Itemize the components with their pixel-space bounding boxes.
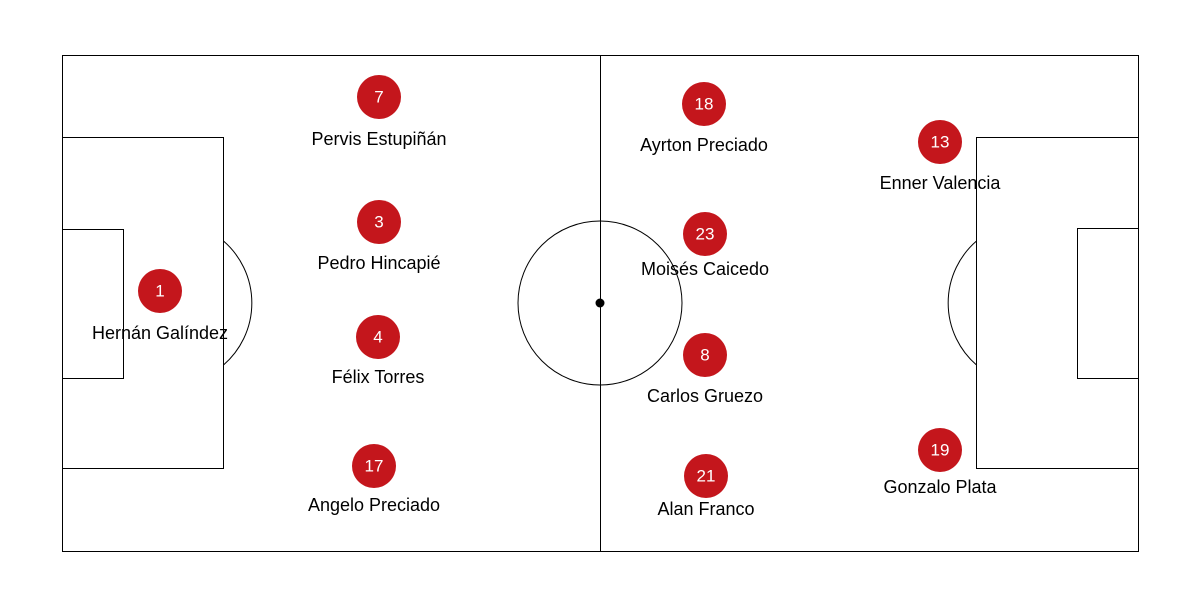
player-number: 1: [155, 282, 164, 301]
player-circle: [356, 315, 400, 359]
right-penalty-area: [976, 137, 1139, 469]
left-penalty-arc: [223, 240, 253, 366]
player-circle: [918, 428, 962, 472]
player-circle: [682, 82, 726, 126]
player-number: 3: [374, 213, 383, 232]
player-name: Pervis Estupiñán: [311, 129, 446, 149]
player-circle: [352, 444, 396, 488]
player-name: Ayrton Preciado: [640, 135, 768, 155]
player-circle: [683, 212, 727, 256]
player-name: Moisés Caicedo: [641, 259, 769, 279]
player-number: 23: [696, 225, 715, 244]
player-name: Enner Valencia: [880, 173, 1002, 193]
player-name: Alan Franco: [657, 499, 754, 519]
center-circle: [517, 220, 683, 386]
player-circle: [138, 269, 182, 313]
player-number: 13: [931, 133, 950, 152]
player-circle: [684, 454, 728, 498]
player-name: Hernán Galíndez: [92, 323, 228, 343]
center-spot: [595, 298, 605, 308]
player-number: 18: [695, 95, 714, 114]
player-name: Angelo Preciado: [308, 495, 440, 515]
player-name: Carlos Gruezo: [647, 386, 763, 406]
player-circle: [918, 120, 962, 164]
player-number: 4: [373, 328, 382, 347]
player-name: Pedro Hincapié: [317, 253, 440, 273]
player-number: 21: [697, 467, 716, 486]
right-penalty-arc: [947, 240, 977, 366]
player-number: 7: [374, 88, 383, 107]
player-circle: [357, 75, 401, 119]
player-number: 17: [365, 457, 384, 476]
player-circle: [357, 200, 401, 244]
player-number: 8: [700, 346, 709, 365]
player-circle: [683, 333, 727, 377]
player-name: Gonzalo Plata: [883, 477, 997, 497]
player-number: 19: [931, 441, 950, 460]
right-goal-area: [1077, 228, 1139, 379]
left-goal-area: [62, 229, 124, 379]
player-name: Félix Torres: [332, 367, 425, 387]
